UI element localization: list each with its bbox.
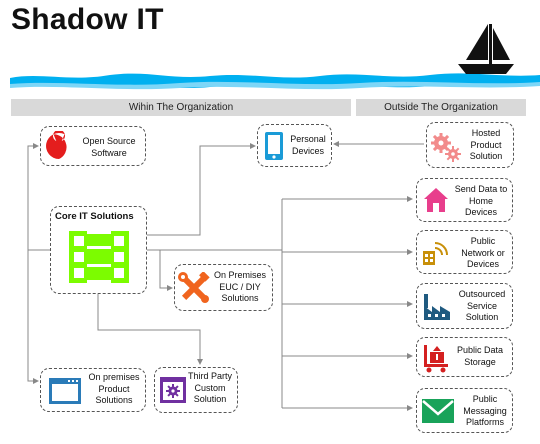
cart-storage-icon — [424, 345, 448, 373]
factory-icon — [424, 294, 450, 320]
node-on-premises-euc[interactable]: On Premises EUC / DIY Solutions — [174, 264, 273, 311]
section-outside-organization: Outside The Organization — [356, 99, 526, 116]
node-on-premises-product[interactable]: On premises Product Solutions — [40, 368, 146, 412]
node-public-messaging[interactable]: Public Messaging Platforms — [416, 388, 513, 433]
node-core-it-solutions[interactable]: Core IT Solutions — [50, 206, 147, 294]
node-label: Core IT Solutions — [55, 211, 134, 222]
node-label: Public Network or Devices — [461, 236, 505, 269]
wifi-building-icon — [423, 242, 448, 265]
node-label: Send Data to Home Devices — [454, 184, 508, 217]
node-send-data-home[interactable]: Send Data to Home Devices — [416, 178, 513, 222]
node-label: Personal Devices — [290, 134, 326, 156]
node-label: Outsourced Service Solution — [458, 289, 506, 322]
gears-icon — [431, 133, 461, 162]
node-label: Open Source Software — [82, 136, 136, 158]
sailboat-icon — [10, 24, 540, 90]
network-icon — [69, 231, 129, 283]
section-within-organization: Wihin The Organization — [11, 99, 351, 116]
node-open-source-software[interactable]: Open Source Software — [40, 126, 146, 166]
node-label: Third Party Custom Solution — [187, 371, 232, 404]
node-public-data-storage[interactable]: Public Data Storage — [416, 337, 513, 377]
house-icon — [424, 188, 448, 212]
node-outsourced-service[interactable]: Outsourced Service Solution — [416, 283, 513, 329]
page-title: Shadow IT — [11, 3, 164, 36]
node-public-network[interactable]: Public Network or Devices — [416, 230, 513, 274]
opensource-icon — [46, 131, 67, 159]
window-icon — [49, 378, 81, 404]
tablet-icon — [265, 132, 283, 160]
envelope-icon — [422, 399, 454, 423]
node-hosted-product-solution[interactable]: Hosted Product Solution — [426, 122, 514, 168]
node-third-party-custom[interactable]: Third Party Custom Solution — [154, 367, 238, 413]
node-label: On premises Product Solutions — [88, 372, 140, 405]
node-label: Public Messaging Platforms — [463, 394, 507, 427]
tools-icon — [178, 272, 210, 303]
node-label: Public Data Storage — [456, 345, 504, 367]
node-label: Hosted Product Solution — [469, 128, 503, 161]
gear-window-icon — [160, 377, 186, 403]
node-label: On Premises EUC / DIY Solutions — [213, 270, 266, 303]
node-personal-devices[interactable]: Personal Devices — [257, 124, 332, 167]
